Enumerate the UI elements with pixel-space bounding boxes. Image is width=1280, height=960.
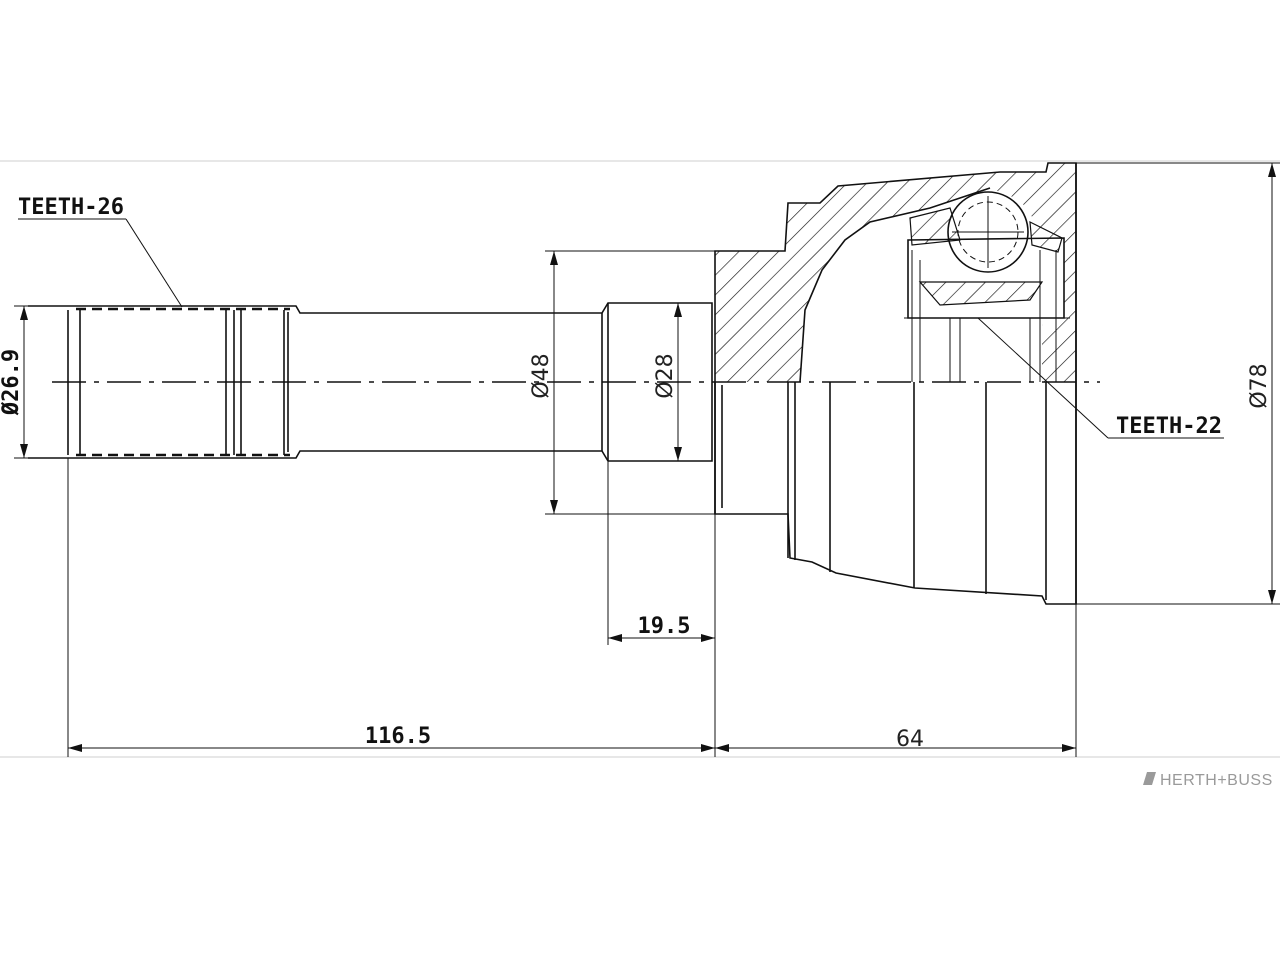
bell-housing — [714, 162, 1077, 605]
leader-lines — [18, 218, 1224, 439]
dimension-lines — [20, 163, 1276, 752]
extension-lines — [14, 162, 1280, 757]
teeth-26-label: TEETH-26 — [18, 195, 124, 220]
drawing-frame — [0, 160, 1280, 758]
herth-buss-logo-icon — [1143, 772, 1156, 785]
teeth-22-label: TEETH-22 — [1116, 414, 1222, 439]
dim-diameter-78: Ø78 — [1247, 363, 1272, 408]
splined-shaft — [28, 302, 713, 462]
dim-length-64: 64 — [896, 727, 924, 752]
dim-length-19-5: 19.5 — [638, 614, 691, 639]
dim-diameter-26-9: Ø26.9 — [0, 349, 24, 416]
dim-length-116-5: 116.5 — [365, 724, 431, 749]
ball — [947, 191, 1029, 273]
dim-diameter-28: Ø28 — [653, 353, 678, 398]
brand-name: HERTH+BUSS — [1160, 772, 1273, 789]
dim-diameter-48: Ø48 — [529, 353, 554, 398]
